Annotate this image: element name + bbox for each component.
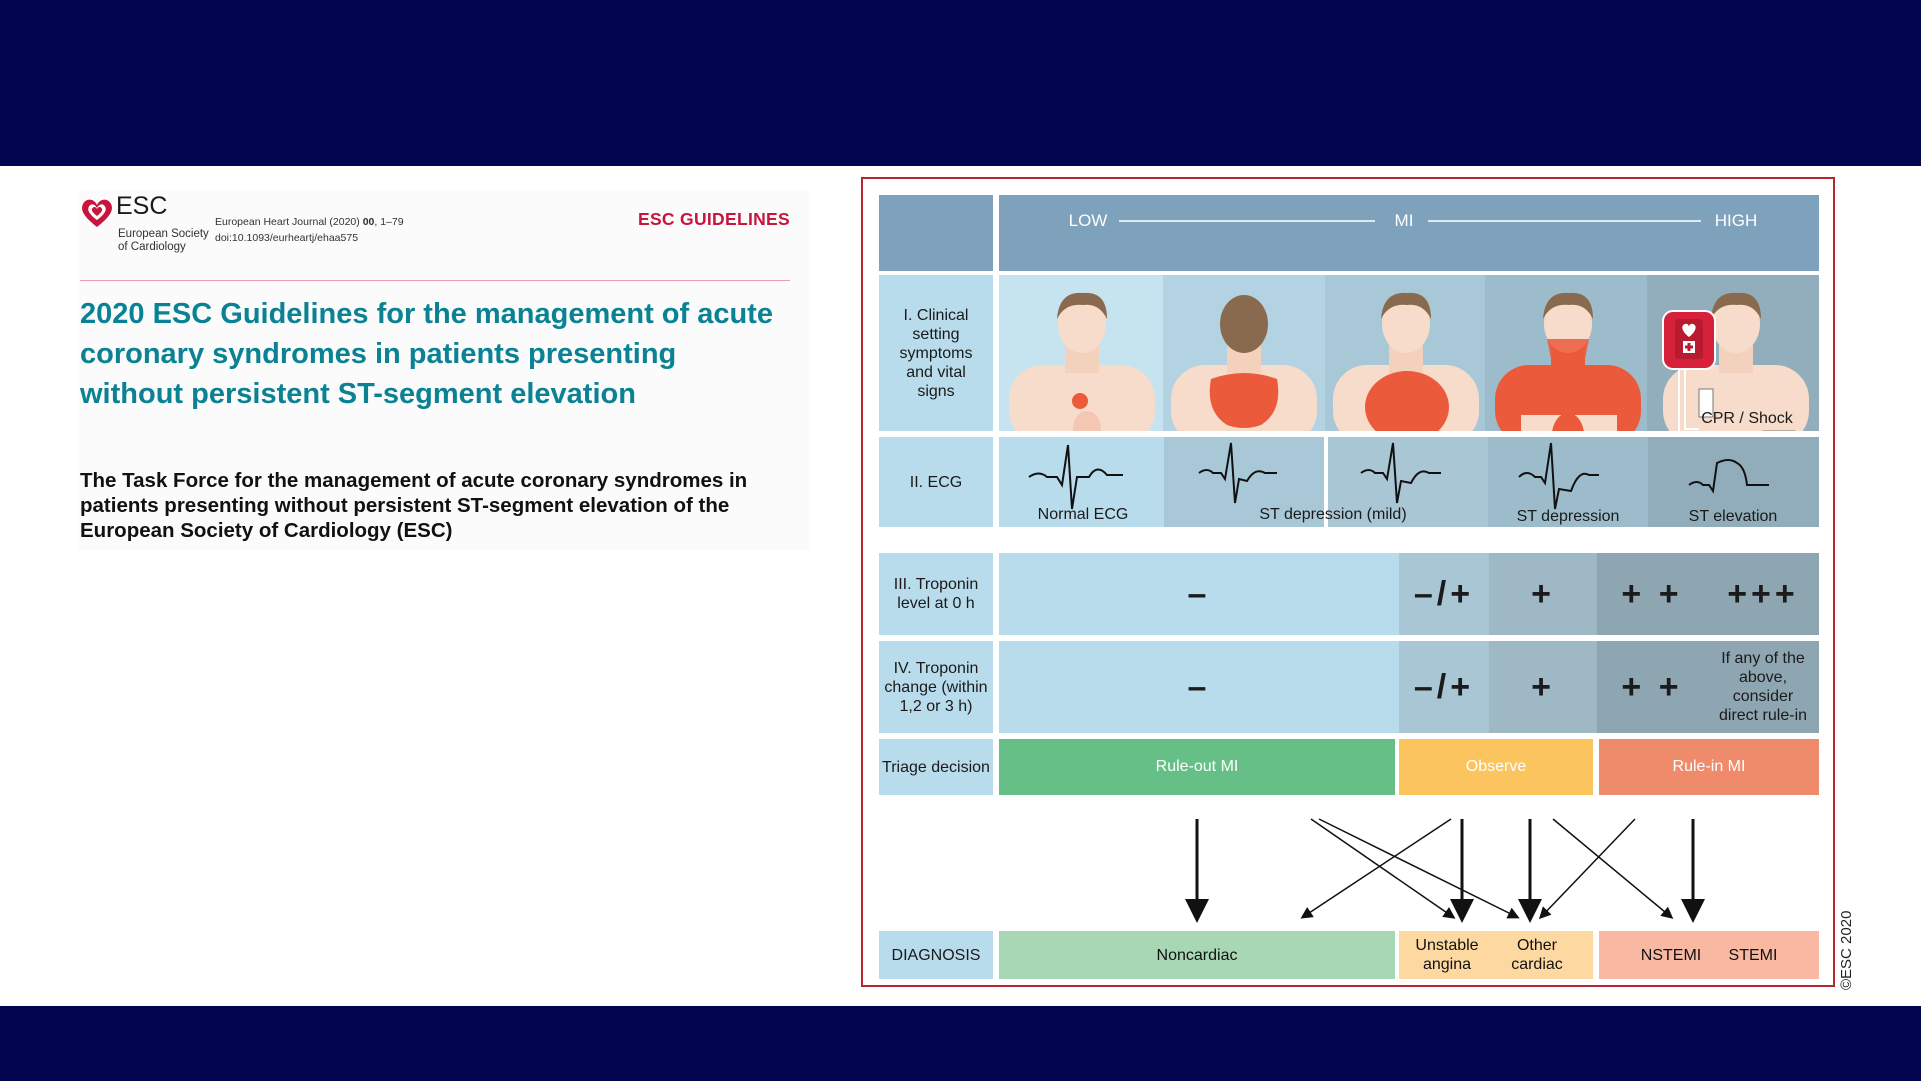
row-label-tropchange: IV. Troponin change (within 1,2 or 3 h) xyxy=(879,641,993,733)
ecg-mild-std-trace-2 xyxy=(1360,442,1441,504)
logo-subtext: European Society of Cardiology xyxy=(118,228,209,253)
doi: doi:10.1093/eurheartj/ehaa575 xyxy=(215,232,359,244)
scale-line xyxy=(1119,220,1701,222)
header-corner xyxy=(879,195,993,271)
divider xyxy=(80,280,790,281)
ecg-std-trace xyxy=(1518,442,1599,510)
ecg-mild-std-trace-1 xyxy=(1198,442,1277,504)
page-subtitle: The Task Force for the management of acu… xyxy=(80,469,748,542)
publication-header: ESC European Society of Cardiology Europ… xyxy=(78,190,810,550)
triage-arrows xyxy=(1185,818,1705,923)
diagnosis-noncardiac: Noncardiac xyxy=(999,931,1395,979)
ecg-normal-trace xyxy=(1028,444,1123,510)
patient-chest-pain-figure xyxy=(1333,292,1479,431)
scale-mid: MI xyxy=(1394,211,1414,230)
triage-rule-in: Rule-in MI xyxy=(1599,739,1819,795)
ecg-panel-2 xyxy=(1164,437,1324,527)
top-band xyxy=(0,0,1921,166)
journal-name: European Heart Journal (2020) xyxy=(215,216,360,228)
row-label-diagnosis: DIAGNOSIS xyxy=(879,931,993,979)
tropchange-positive: + xyxy=(1489,641,1597,733)
diagnosis-rulein-box xyxy=(1599,931,1819,979)
diagnosis-stemi: STEMI xyxy=(1728,946,1778,964)
trop0-high: + + xyxy=(1597,553,1707,635)
risk-scale-header xyxy=(999,195,1819,271)
ecg-panel-5 xyxy=(1648,437,1819,527)
ecg-panel-4 xyxy=(1488,437,1648,527)
arrow-observe-noncardiac xyxy=(1300,818,1452,919)
journal-pages: , 1–79 xyxy=(374,216,404,228)
triage-figure: LOW MI HIGH I. Clinical setting symptoms… xyxy=(861,177,1835,987)
row-label-triage: Triage decision xyxy=(879,739,993,795)
ecg-traces xyxy=(1028,442,1769,510)
journal-volume: 00 xyxy=(362,216,375,228)
ecg-label-ste: ST elevation xyxy=(1688,507,1778,525)
section-label: ESC GUIDELINES xyxy=(637,209,790,229)
patient-normal-figure xyxy=(1009,292,1155,431)
tropchange-note: If any of the above, consider direct rul… xyxy=(1707,641,1819,733)
diagnosis-unstable-angina: Unstable angina xyxy=(1415,937,1479,973)
arrow-ruleout-unstable-angina xyxy=(1310,818,1456,919)
scale-low: LOW xyxy=(1068,211,1108,230)
logo-text: ESC xyxy=(116,192,168,220)
diagnosis-other-cardiac: Other cardiac xyxy=(1511,937,1563,973)
diagnosis-observe-box xyxy=(1399,931,1593,979)
diagnosis-nstemi: NSTEMI xyxy=(1640,946,1702,964)
triage-observe: Observe xyxy=(1399,739,1593,795)
defibrillator-icon xyxy=(1662,310,1716,370)
cpr-shock-label: CPR / Shock xyxy=(1701,409,1793,427)
row-label-clinical: I. Clinical setting symptoms and vital s… xyxy=(879,275,993,431)
trop0-negative: – xyxy=(999,553,1399,635)
copyright: ©ESC 2020 xyxy=(1838,910,1855,990)
ecg-label-normal: Normal ECG xyxy=(1037,505,1129,523)
heart-logo-icon xyxy=(82,199,112,227)
tropchange-equivocal: –/+ xyxy=(1399,641,1489,733)
trop0-very-high: +++ xyxy=(1707,553,1819,635)
ecg-ste-trace xyxy=(1688,459,1769,494)
patient-shock-figure xyxy=(1663,292,1809,431)
arrow-rulein-other-cardiac xyxy=(1538,818,1636,920)
scale-high: HIGH xyxy=(1714,211,1758,230)
patient-radiating-pain-figure xyxy=(1495,292,1641,431)
trop0-positive: + xyxy=(1489,553,1597,635)
tropchange-high: + + xyxy=(1597,641,1707,733)
trop0-equivocal: –/+ xyxy=(1399,553,1489,635)
ecg-panel-1 xyxy=(999,437,1164,527)
patient-illustrations xyxy=(1009,292,1809,431)
ecg-label-mild: ST depression (mild) xyxy=(1259,505,1407,523)
row-label-ecg: II. ECG xyxy=(879,437,993,527)
page-title: 2020 ESC Guidelines for the management o… xyxy=(80,298,773,410)
journal-citation: European Heart Journal (2020) 00, 1–79 d… xyxy=(215,214,404,246)
triage-rule-out: Rule-out MI xyxy=(999,739,1395,795)
arrow-observe-nstemi xyxy=(1552,818,1674,919)
ecg-label-std: ST depression xyxy=(1516,507,1620,525)
bottom-band xyxy=(0,1006,1921,1081)
arrow-ruleout-other-cardiac xyxy=(1318,818,1520,919)
patient-back-pain-figure xyxy=(1171,295,1317,431)
tropchange-negative: – xyxy=(999,641,1399,733)
row-label-trop0: III. Troponin level at 0 h xyxy=(879,553,993,635)
